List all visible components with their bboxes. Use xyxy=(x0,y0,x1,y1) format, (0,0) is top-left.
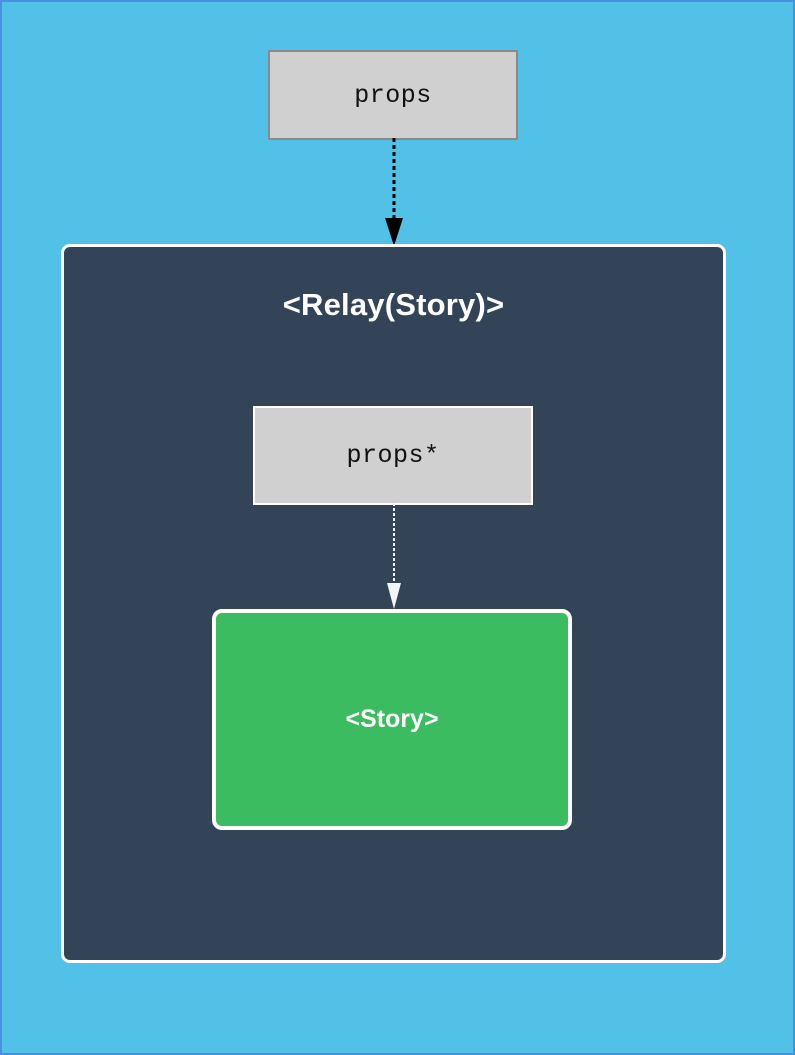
inner-props-label: props* xyxy=(346,441,440,470)
props-to-relay-arrow-icon xyxy=(385,138,403,246)
arrow-head xyxy=(385,218,403,246)
outer-props-label: props xyxy=(354,80,432,110)
relay-panel-title: <Relay(Story)> xyxy=(282,287,505,322)
inner-props-box: props* xyxy=(253,406,533,505)
outer-props-box: props xyxy=(268,50,518,140)
story-component-box: <Story> xyxy=(212,609,572,830)
arrow-head xyxy=(387,583,401,609)
props-star-to-story-arrow-icon xyxy=(387,503,401,609)
story-box-label: <Story> xyxy=(345,705,439,733)
